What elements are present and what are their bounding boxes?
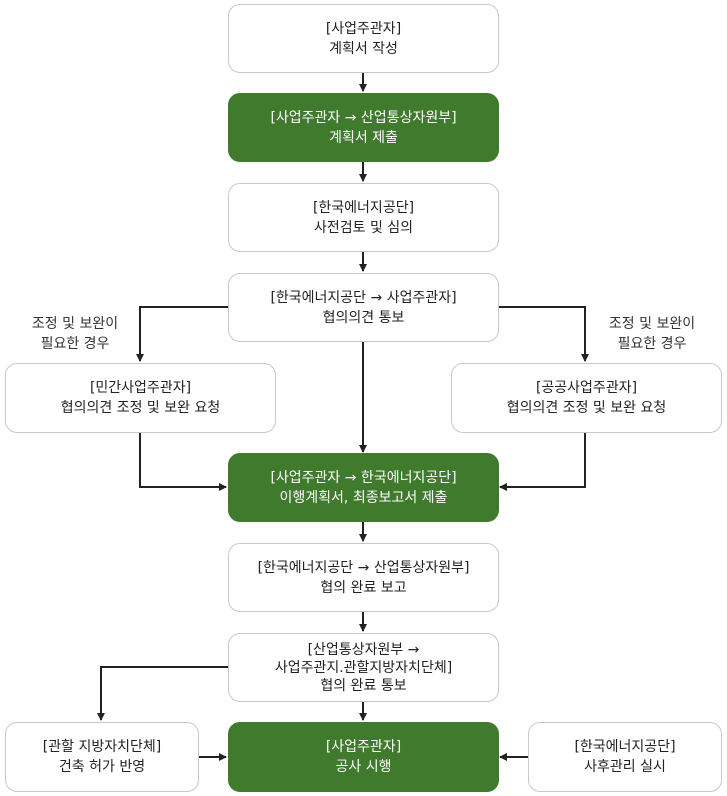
note-left-condition: 조정 및 보완이 필요한 경우 bbox=[16, 314, 134, 354]
note-left-line2: 필요한 경우 bbox=[40, 336, 110, 352]
note-right-line1: 조정 및 보완이 bbox=[608, 316, 696, 332]
step-post-management-actor: [한국에너지공단] bbox=[574, 739, 676, 755]
step-completion-report-actor: [한국에너지공단 → 산업통상자원부] bbox=[257, 559, 470, 576]
step-construction: [사업주관자] 공사 시행 bbox=[228, 722, 499, 792]
step-public-adjustment-actor: [공공사업주관자] bbox=[535, 380, 638, 396]
step-plan-submission-action: 계획서 제출 bbox=[329, 129, 398, 146]
step-opinion-notice-actor: [한국에너지공단 → 사업주관자] bbox=[270, 289, 457, 306]
step-private-adjustment-action: 협의의견 조정 및 보완 요청 bbox=[60, 400, 221, 416]
arrow-s4-s5b bbox=[498, 306, 589, 362]
step-pre-review-actor: [한국에너지공단] bbox=[312, 199, 415, 216]
step-private-adjustment-actor: [민간사업주관자] bbox=[89, 380, 192, 396]
arrow-s5b-s6 bbox=[499, 433, 586, 491]
step-final-report-actor: [사업주관자 → 한국에너지공단] bbox=[270, 469, 457, 486]
step-building-permit-actor: [관할 지방자치단체] bbox=[42, 739, 162, 755]
note-right-line2: 필요한 경우 bbox=[617, 336, 687, 352]
step-pre-review-action: 사전검토 및 심의 bbox=[313, 219, 414, 236]
step-completion-notice-actor1: [산업통상자원부 → bbox=[307, 641, 420, 658]
step-building-permit-action: 건축 허가 반영 bbox=[58, 759, 146, 775]
arrow-s4-s5a bbox=[136, 306, 229, 362]
step-private-adjustment: [민간사업주관자] 협의의견 조정 및 보완 요청 bbox=[5, 363, 276, 433]
step-opinion-notice-action: 협의의견 통보 bbox=[322, 309, 405, 326]
step-public-adjustment: [공공사업주관자] 협의의견 조정 및 보완 요청 bbox=[451, 363, 722, 433]
arrow-s5a-s6 bbox=[139, 433, 227, 491]
step-completion-report-action: 협의 완료 보고 bbox=[320, 579, 407, 596]
step-public-adjustment-action: 협의의견 조정 및 보완 요청 bbox=[506, 400, 667, 416]
step-completion-notice: [산업통상자원부 → 사업주관지.관할지방자치단체] 협의 완료 통보 bbox=[228, 633, 499, 702]
note-right-condition: 조정 및 보완이 필요한 경우 bbox=[593, 314, 711, 354]
step-final-report-submission: [사업주관자 → 한국에너지공단] 이행계획서, 최종보고서 제출 bbox=[228, 453, 499, 522]
note-left-line1: 조정 및 보완이 bbox=[31, 316, 119, 332]
step-final-report-action: 이행계획서, 최종보고서 제출 bbox=[279, 489, 448, 506]
step-opinion-notice: [한국에너지공단 → 사업주관자] 협의의견 통보 bbox=[228, 273, 499, 342]
step-pre-review: [한국에너지공단] 사전검토 및 심의 bbox=[228, 183, 499, 252]
step-plan-submission-actor: [사업주관자 → 산업통상자원부] bbox=[270, 109, 457, 126]
step-plan-writing-actor: [사업주관자] bbox=[325, 20, 402, 37]
step-post-management: [한국에너지공단] 사후관리 실시 bbox=[528, 722, 722, 792]
step-post-management-action: 사후관리 실시 bbox=[584, 759, 666, 775]
step-completion-notice-actor2: 사업주관지.관할지방자치단체] bbox=[274, 659, 453, 676]
step-completion-notice-action: 협의 완료 통보 bbox=[320, 677, 407, 694]
step-building-permit: [관할 지방자치단체] 건축 허가 반영 bbox=[5, 722, 199, 792]
step-completion-report: [한국에너지공단 → 산업통상자원부] 협의 완료 보고 bbox=[228, 543, 499, 612]
step-construction-actor: [사업주관자] bbox=[325, 739, 402, 755]
step-construction-action: 공사 시행 bbox=[335, 759, 392, 775]
step-plan-submission: [사업주관자 → 산업통상자원부] 계획서 제출 bbox=[228, 93, 499, 162]
step-plan-writing-action: 계획서 작성 bbox=[329, 40, 398, 57]
step-plan-writing: [사업주관자] 계획서 작성 bbox=[228, 4, 499, 73]
arrow-s8-s9a bbox=[97, 666, 229, 721]
